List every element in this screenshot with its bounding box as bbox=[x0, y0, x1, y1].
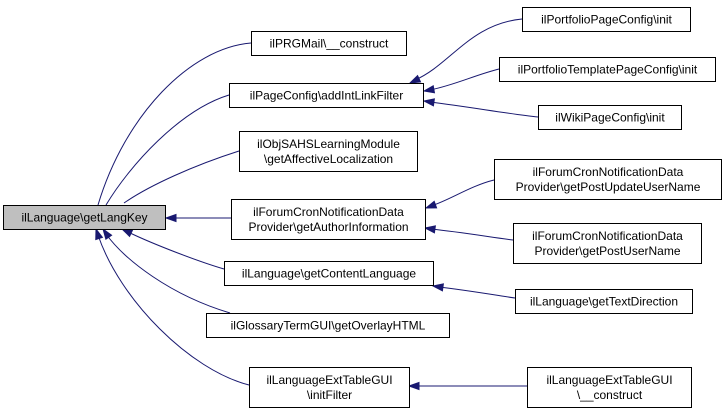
graph-node[interactable]: ilPortfolioTemplatePageConfig\init bbox=[499, 57, 716, 82]
node-box bbox=[224, 261, 434, 286]
arrowhead-icon bbox=[422, 98, 435, 107]
arrowhead-icon bbox=[164, 213, 177, 223]
node-box bbox=[522, 7, 691, 32]
node-box bbox=[515, 289, 693, 314]
graph-node[interactable]: ilPortfolioPageConfig\init bbox=[522, 7, 691, 32]
graph-node[interactable]: ilWikiPageConfig\init bbox=[538, 105, 682, 130]
graph-node[interactable]: ilForumCronNotificationDataProvider\getP… bbox=[513, 223, 702, 264]
edge-n5-to-n0 bbox=[120, 228, 225, 270]
node-label: ilPortfolioPageConfig\init bbox=[541, 13, 672, 27]
node-label: ilForumCronNotificationData bbox=[533, 165, 684, 179]
edge-n1-to-n0 bbox=[94, 42, 252, 223]
node-label: ilPageConfig\addIntLinkFilter bbox=[250, 89, 403, 103]
edge-line bbox=[430, 179, 495, 207]
node-label: Provider\getAuthorInformation bbox=[248, 220, 408, 234]
edge-line bbox=[105, 94, 230, 206]
node-box bbox=[3, 205, 166, 230]
node-box bbox=[206, 313, 450, 338]
edge-n12-to-n4 bbox=[423, 225, 514, 241]
node-label: ilLanguageExtTableGUI bbox=[266, 373, 392, 387]
edge-line bbox=[97, 42, 252, 206]
graph-node[interactable]: ilObjSAHSLearningModule\getAffectiveLoca… bbox=[239, 131, 418, 172]
node-label: ilForumCronNotificationData bbox=[532, 229, 683, 243]
graph-node[interactable]: ilLanguageExtTableGUI\__construct bbox=[527, 367, 692, 408]
edge-line bbox=[105, 233, 231, 314]
arrowhead-icon bbox=[431, 283, 444, 292]
graph-node[interactable]: ilForumCronNotificationDataProvider\getA… bbox=[231, 199, 426, 240]
edge-n10-to-n2 bbox=[422, 98, 539, 118]
node-box bbox=[499, 57, 716, 82]
node-box bbox=[527, 367, 692, 408]
node-label: Provider\getPostUserName bbox=[534, 244, 680, 258]
edge-n11-to-n4 bbox=[424, 179, 495, 209]
edge-n7-to-n0 bbox=[95, 227, 250, 386]
edge-line bbox=[430, 228, 514, 241]
node-label: ilLanguage\getLangKey bbox=[21, 211, 147, 225]
edge-line bbox=[429, 68, 500, 91]
node-label: \initFilter bbox=[307, 388, 352, 402]
graph-node[interactable]: ilGlossaryTermGUI\getOverlayHTML bbox=[206, 313, 450, 338]
node-label: ilForumCronNotificationData bbox=[253, 205, 404, 219]
edge-n13-to-n5 bbox=[431, 283, 516, 299]
arrowhead-icon bbox=[422, 85, 436, 94]
node-box bbox=[251, 31, 407, 56]
root-node[interactable]: ilLanguage\getLangKey bbox=[3, 205, 166, 230]
node-label: ilPRGMail\__construct bbox=[270, 37, 389, 51]
edge-line bbox=[429, 101, 539, 118]
graph-node[interactable]: ilForumCronNotificationDataProvider\getP… bbox=[494, 159, 722, 200]
edge-line bbox=[97, 234, 250, 386]
arrowhead-icon bbox=[423, 225, 436, 234]
node-label: ilPortfolioTemplatePageConfig\init bbox=[518, 63, 698, 77]
node-label: ilLanguage\getContentLanguage bbox=[242, 267, 416, 281]
node-box bbox=[239, 131, 418, 172]
edge-n9-to-n2 bbox=[422, 68, 500, 94]
node-label: ilLanguage\getTextDirection bbox=[530, 295, 678, 309]
node-label: ilWikiPageConfig\init bbox=[555, 111, 665, 125]
nodes-layer: ilLanguage\getLangKey ilPRGMail\__constru… bbox=[3, 7, 722, 408]
node-label: \getAffectiveLocalization bbox=[264, 152, 393, 166]
edge-line bbox=[414, 18, 523, 81]
node-box bbox=[494, 159, 722, 200]
edge-line bbox=[123, 150, 240, 204]
edge-n6-to-n0 bbox=[102, 227, 231, 314]
edge-line bbox=[438, 286, 516, 299]
node-box bbox=[538, 105, 682, 130]
arrowhead-icon bbox=[408, 74, 422, 84]
node-label: \__construct bbox=[577, 388, 643, 402]
edge-n8-to-n2 bbox=[408, 18, 523, 84]
graph-node[interactable]: ilLanguage\getTextDirection bbox=[515, 289, 693, 314]
arrowhead-icon bbox=[95, 227, 104, 241]
graph-node[interactable]: ilLanguageExtTableGUI\initFilter bbox=[249, 367, 410, 408]
node-box bbox=[513, 223, 702, 264]
node-box bbox=[229, 83, 424, 108]
node-box bbox=[249, 367, 410, 408]
node-label: ilObjSAHSLearningModule bbox=[257, 137, 400, 151]
edge-n4-to-n0 bbox=[164, 213, 231, 223]
edge-line bbox=[127, 231, 225, 270]
node-label: Provider\getPostUpdateUserName bbox=[516, 180, 701, 194]
graph-node[interactable]: ilPRGMail\__construct bbox=[251, 31, 407, 56]
arrowhead-icon bbox=[424, 200, 438, 209]
node-label: ilLanguageExtTableGUI bbox=[546, 373, 672, 387]
node-label: ilGlossaryTermGUI\getOverlayHTML bbox=[231, 319, 426, 333]
arrowhead-icon bbox=[102, 227, 113, 241]
edge-n2-to-n0 bbox=[102, 94, 230, 223]
arrowhead-icon bbox=[407, 381, 420, 391]
graph-node[interactable]: ilPageConfig\addIntLinkFilter bbox=[229, 83, 424, 108]
graph-node[interactable]: ilLanguage\getContentLanguage bbox=[224, 261, 434, 286]
node-box bbox=[231, 199, 426, 240]
edge-n14-to-n7 bbox=[407, 381, 527, 391]
